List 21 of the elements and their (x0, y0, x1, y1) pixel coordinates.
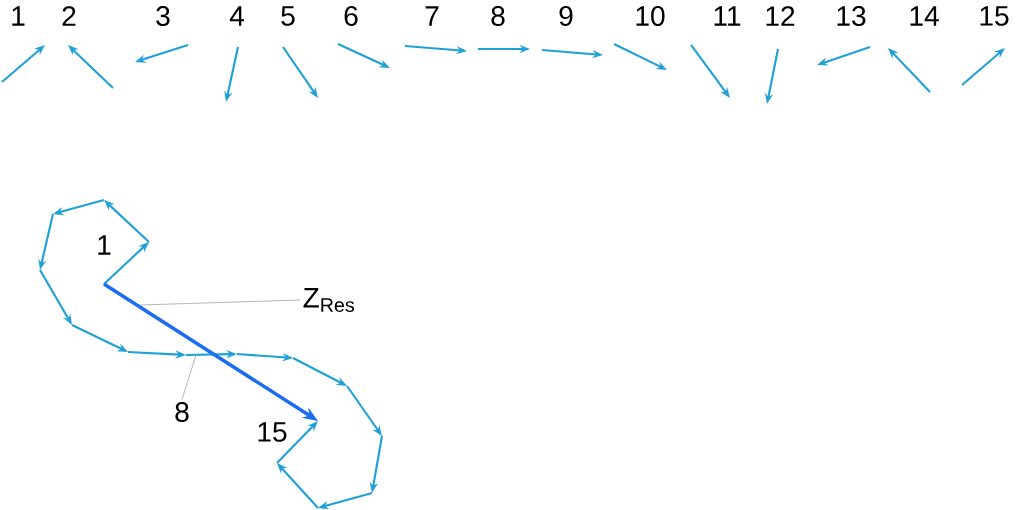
number-label: 12 (766, 6, 795, 26)
leader-line (181, 354, 197, 400)
number-label: 4 (229, 6, 244, 26)
number-label: 10 (636, 6, 665, 26)
number-label: 14 (910, 6, 939, 26)
number-label: 9 (559, 6, 573, 26)
number-label: 13 (837, 6, 866, 26)
number-label: 8 (491, 6, 505, 26)
number-label: 1 (12, 6, 25, 26)
number-label: 15 (258, 422, 287, 442)
number-label: 11 (714, 6, 741, 26)
leader-line (139, 299, 301, 306)
number-label: 2 (62, 6, 76, 26)
leader-label: 8 (175, 402, 189, 422)
number-label: 5 (281, 6, 295, 26)
leader-label: Z$_{Res}$ (303, 288, 355, 312)
number-label: 6 (344, 6, 358, 26)
number-label: 3 (156, 6, 170, 26)
number-label: 1 (98, 235, 111, 255)
number-label: 15 (980, 6, 1009, 26)
number-label: 7 (425, 6, 439, 26)
